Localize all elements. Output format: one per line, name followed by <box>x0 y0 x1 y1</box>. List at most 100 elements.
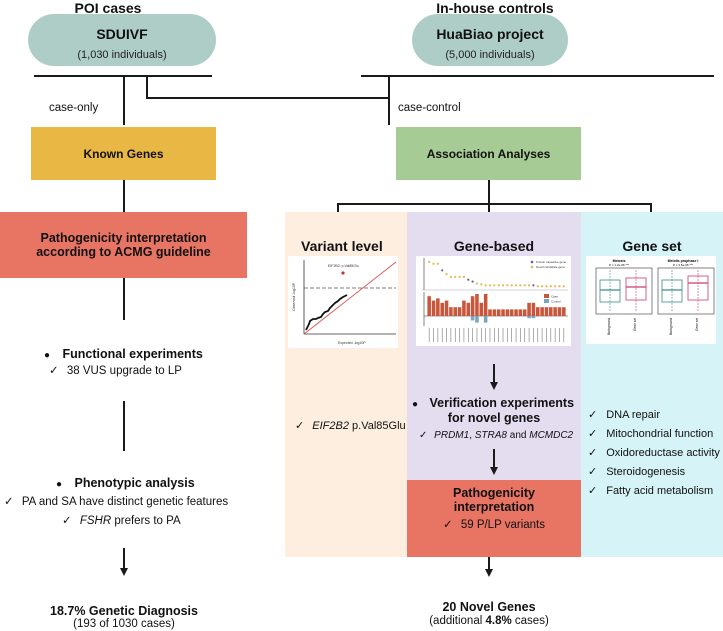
box1-xlabel-gs: Gene set <box>633 318 637 331</box>
gb-case-bar <box>457 307 462 316</box>
gb-case-bar <box>479 302 484 316</box>
gb-point <box>558 285 561 288</box>
arrow-down-icon <box>490 467 498 475</box>
gb-case-bar <box>449 307 453 316</box>
gb-case-bar <box>488 309 492 316</box>
connector <box>123 180 125 212</box>
gb-point <box>445 272 448 276</box>
phenotypic-check-1: ✓ PA and SA have distinct genetic featur… <box>4 496 229 508</box>
box2-bg <box>661 279 683 303</box>
gb-case-bar <box>549 307 553 316</box>
gb-point <box>501 284 505 287</box>
gb-case-bar <box>522 309 527 316</box>
arrow-down-icon <box>490 382 498 390</box>
boxplot2-title: Meiotic prophase I <box>668 259 699 263</box>
connector <box>123 75 125 125</box>
gene-mcmdc2: MCMDC2 <box>529 430 574 441</box>
verification-genes: ✓ PRDM1, STRA8 and MCMDC2 <box>419 430 574 441</box>
gb-point <box>493 284 496 287</box>
box1-xlabel-bg: Background <box>607 318 611 335</box>
gb-case-bar <box>444 300 449 316</box>
gb-point <box>484 284 487 287</box>
gb-case-bar <box>535 307 540 316</box>
fshr-gene: FSHR <box>79 515 112 527</box>
sduivf-name: SDUIVF <box>96 26 148 42</box>
gb-point <box>454 275 457 278</box>
connector <box>488 180 490 212</box>
gb-case-bar <box>509 309 514 316</box>
gb-point <box>449 275 452 278</box>
boxplot2-frame <box>657 267 715 315</box>
gb-point <box>428 260 431 263</box>
arrow-down-icon <box>120 568 128 576</box>
connector <box>388 75 390 125</box>
variant-level-panel: Variant level EIF2B2: p.Val85Glu Expecte… <box>285 212 407 557</box>
gb-marks <box>427 260 566 342</box>
gb-point <box>519 284 522 287</box>
gb-point <box>475 282 479 285</box>
gb-case-bar <box>562 307 566 316</box>
bullet-icon: ● <box>56 479 63 490</box>
gene-based-plot: Known causative gene Novel candidate gen… <box>416 256 571 346</box>
gb-case-bar <box>427 296 431 316</box>
bullet-icon: ● <box>412 399 419 410</box>
association-analyses-box: Association Analyses <box>396 127 581 180</box>
pathogenicity-acmg-box: Pathogenicity interpretation according t… <box>0 212 247 278</box>
legend-control: Control <box>551 300 561 304</box>
right-result-title: 20 Novel Genes <box>442 600 536 614</box>
boxplot1-frame <box>595 267 653 315</box>
qq-xlabel: Expected -log10P <box>338 341 366 345</box>
functional-title: Functional experiments <box>62 347 203 361</box>
arrow-shaft <box>493 364 495 384</box>
box1-bg <box>599 279 621 303</box>
gb-case-bar <box>483 294 488 316</box>
gb-point <box>532 284 535 287</box>
left-result-title: 18.7% Genetic Diagnosis <box>50 604 198 618</box>
gb-point <box>471 280 474 283</box>
case-only-label: case-only <box>49 102 99 114</box>
gene-based-plot-svg: Known causative gene Novel candidate gen… <box>422 258 568 342</box>
gene-based-title: Gene-based <box>453 238 535 254</box>
phenotypic-analysis: ● Phenotypic analysis <box>56 474 195 492</box>
pathogenicity-novel-line2: interpretation <box>453 500 535 514</box>
gene-set-panel: Gene set Meiosis P = 1.2e-06 *** Backgro… <box>581 212 723 557</box>
gene-stra8: STRA8 <box>474 430 507 441</box>
gb-case-bar <box>470 296 475 316</box>
connector <box>361 75 714 77</box>
gb-case-bar <box>436 298 440 316</box>
gb-point <box>441 269 444 272</box>
gb-case-bar <box>505 309 510 316</box>
check-icon: ✓ <box>4 496 14 508</box>
gb-case-bar <box>440 302 444 316</box>
gb-point <box>541 285 544 288</box>
verification-title: ● Verification experiments <box>412 396 575 410</box>
huabiao-count: (5,000 individuals) <box>445 49 535 61</box>
verification-title-2: for novel genes <box>447 411 541 425</box>
gb-point <box>506 284 509 287</box>
box2-xlabel-bg: Background <box>669 318 673 335</box>
legend-novel: Novel candidate gene <box>536 265 565 269</box>
gb-point <box>554 285 557 288</box>
qq-reference-line <box>303 261 397 335</box>
gb-case-bar <box>462 300 466 316</box>
functional-check: ✓ 38 VUS upgrade to LP <box>49 365 182 377</box>
phenotypic-title: Phenotypic analysis <box>74 476 195 490</box>
gene-set-item: ✓DNA repair <box>588 409 661 421</box>
arrow-shaft <box>123 548 125 570</box>
gb-point <box>562 285 565 288</box>
legend-novel-marker <box>530 265 534 269</box>
variant-level-title: Variant level <box>301 238 383 254</box>
connector <box>337 203 652 205</box>
pathogenicity-novel-check: ✓ 59 P/LP variants <box>442 519 546 531</box>
gene-set-item: ✓Mitochondrial function <box>588 428 714 440</box>
gb-control-bar <box>483 316 488 323</box>
gb-control-bar <box>470 316 475 321</box>
box1-gs <box>625 277 647 301</box>
qq-annotation: EIF2B2: p.Val85Glu <box>328 264 359 268</box>
connector <box>337 203 339 212</box>
huabiao-node: HuaBiao project (5,000 individuals) <box>412 14 568 66</box>
gene-set-boxplots-svg: Meiosis P = 1.2e-06 *** Background Gene … <box>595 259 715 335</box>
gb-point <box>549 285 552 288</box>
pathogenicity-acmg-line1: Pathogenicity interpretation <box>40 231 207 245</box>
connector <box>146 97 390 99</box>
